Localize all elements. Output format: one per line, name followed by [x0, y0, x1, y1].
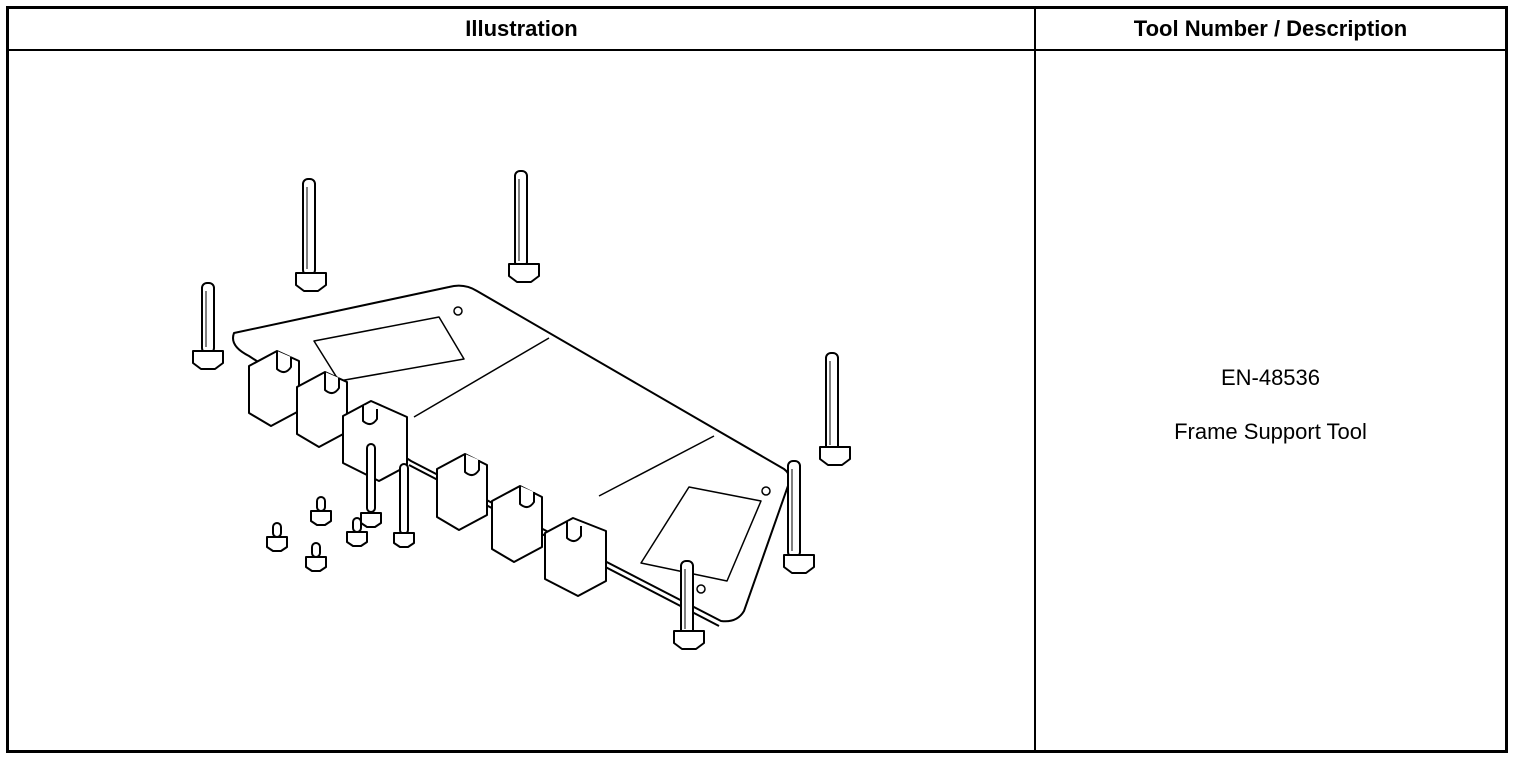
header-tool-number-description: Tool Number / Description [1133, 16, 1408, 41]
support-block [491, 485, 543, 563]
plate-window-left [313, 316, 465, 382]
small-screw [393, 463, 415, 548]
support-block [248, 350, 300, 427]
table-header-row: Illustration Tool Number / Description [9, 9, 1505, 51]
support-block [296, 371, 348, 448]
long-bolt [819, 352, 851, 466]
header-illustration: Illustration [465, 16, 578, 41]
frame-support-tool-illustration [192, 170, 851, 650]
tool-description: Frame Support Tool [1174, 419, 1367, 444]
long-bolt [295, 178, 327, 292]
small-screw [266, 522, 288, 552]
long-bolt [673, 560, 705, 650]
small-screw [305, 542, 327, 572]
small-screw [310, 496, 332, 526]
long-bolt [783, 460, 815, 574]
support-block [436, 453, 488, 531]
small-screw [346, 517, 368, 547]
long-bolt [508, 170, 540, 283]
description-cell: EN-48536 Frame Support Tool [1036, 51, 1505, 750]
plate-window-right [640, 486, 762, 582]
long-bolt [192, 282, 224, 370]
illustration-cell [9, 51, 1034, 750]
small-screw [360, 443, 382, 528]
tool-number: EN-48536 [1220, 365, 1321, 390]
tool-table: Illustration Tool Number / Description [6, 6, 1508, 753]
base-plate [232, 284, 791, 623]
column-divider [1034, 9, 1036, 750]
support-block [544, 517, 607, 597]
